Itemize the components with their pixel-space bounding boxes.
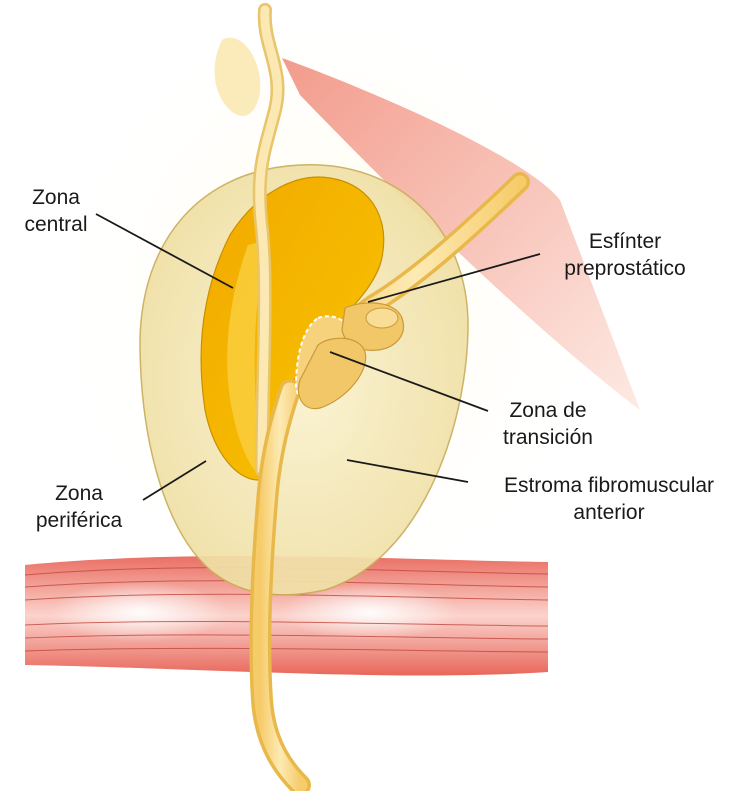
label-anterior-fibromuscular-stroma: Estroma fibromuscular anterior: [478, 472, 740, 526]
label-fibromuscular-stroma-line2: anterior: [478, 499, 740, 526]
label-preprostatic-sphincter-line1: Esfínter: [540, 228, 710, 255]
label-central-zone-line2: central: [10, 211, 102, 238]
label-transition-zone-line2: transición: [488, 424, 608, 451]
label-central-zone-line1: Zona: [10, 184, 102, 211]
label-transition-zone-line1: Zona de: [488, 397, 608, 424]
label-peripheral-zone-line1: Zona: [24, 480, 134, 507]
label-preprostatic-sphincter-line2: preprostático: [540, 255, 710, 282]
label-transition-zone: Zona de transición: [488, 397, 608, 451]
label-peripheral-zone-line2: periférica: [24, 507, 134, 534]
label-peripheral-zone: Zona periférica: [24, 480, 134, 534]
label-fibromuscular-stroma-line1: Estroma fibromuscular: [478, 472, 740, 499]
label-preprostatic-sphincter: Esfínter preprostático: [540, 228, 710, 282]
label-central-zone: Zona central: [10, 184, 102, 238]
